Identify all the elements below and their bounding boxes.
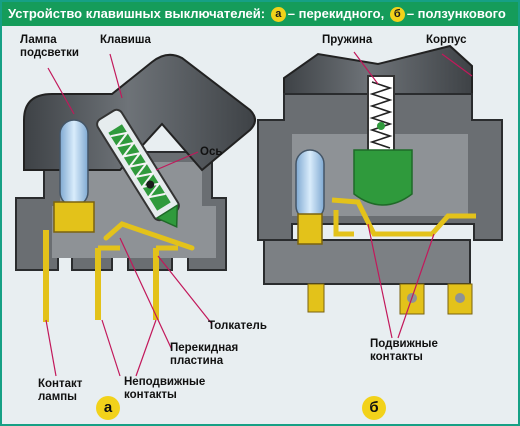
label-fixed-contacts: Неподвижные контакты	[124, 376, 205, 402]
moving-contacts	[331, 197, 476, 237]
label-fixed-contacts-1: Неподвижные	[124, 376, 206, 388]
spring-coil	[369, 81, 393, 149]
badge-b: б	[389, 7, 405, 22]
lamp-bulb	[59, 119, 89, 207]
panel-b-marker: б	[362, 396, 386, 420]
badge-a: а	[270, 7, 286, 22]
label-fixed-contacts-2: контакты	[124, 389, 177, 401]
axis-pin	[146, 180, 155, 189]
label-pusher: Толкатель	[208, 320, 267, 332]
label-lamp-contact-2: лампы	[38, 391, 77, 403]
diagram-title: Устройство клавишных выключателей: а– пе…	[2, 2, 518, 26]
label-lamp-contact-1: Контакт	[38, 378, 83, 390]
slider-block	[353, 149, 413, 206]
terminal-1	[307, 283, 325, 313]
label-lamp: Лампа подсветки	[20, 34, 79, 60]
label-spring: Пружина	[322, 34, 373, 46]
title-mid: – перекидного,	[287, 6, 385, 21]
label-moving-contacts-2: контакты	[370, 351, 423, 363]
slider-switch	[257, 44, 503, 315]
rocker-switch	[15, 53, 256, 322]
label-flip-plate-2: пластина	[170, 355, 224, 367]
slider-key	[283, 44, 473, 95]
label-lamp-2: подсветки	[20, 47, 79, 59]
flip-plate	[103, 221, 195, 251]
leader-lines	[45, 51, 473, 377]
label-housing: Корпус	[426, 34, 467, 46]
label-moving-contacts-1: Подвижные	[370, 338, 438, 350]
label-axis: Ось	[200, 146, 223, 158]
plunger-spring	[110, 131, 166, 199]
title-prefix: Устройство клавишных выключателей:	[8, 6, 266, 21]
label-lamp-1: Лампа	[20, 34, 57, 46]
label-key: Клавиша	[100, 34, 151, 46]
label-flip-plate: Перекидная пластина	[170, 342, 238, 368]
title-suffix: – ползункового	[406, 6, 506, 21]
label-lamp-contact: Контакт лампы	[38, 378, 82, 404]
label-moving-contacts: Подвижные контакты	[370, 338, 438, 364]
slider-lamp	[295, 149, 325, 221]
label-flip-plate-1: Перекидная	[170, 342, 239, 354]
panel-a-marker: а	[96, 396, 120, 420]
